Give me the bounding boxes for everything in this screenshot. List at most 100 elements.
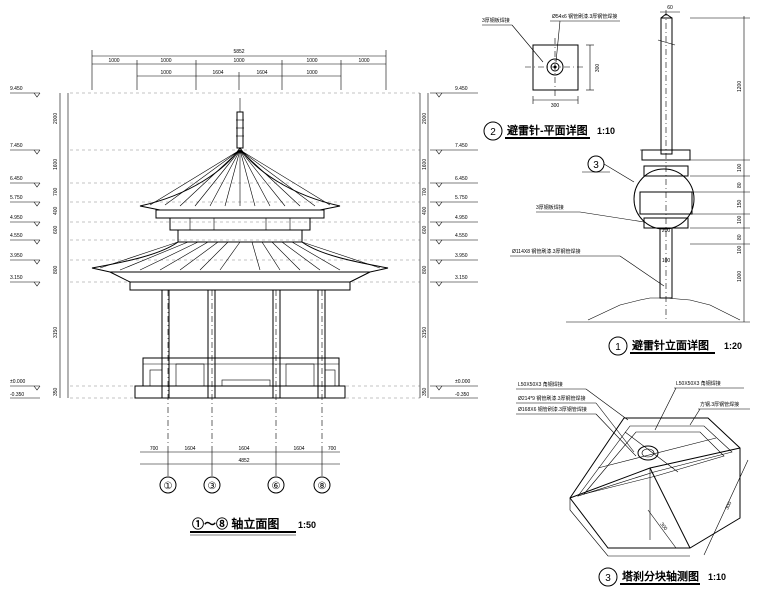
right-level-4: 5.750 — [455, 195, 468, 201]
explode-detail-scale: 1:10 — [708, 572, 726, 582]
dim-row2-3: 1000 — [233, 58, 244, 64]
rod-side-dim-8: 1000 — [737, 271, 743, 282]
rod-side-dim-2: 100 — [737, 163, 743, 172]
rod-detail-title: 避雷针立面详图 — [632, 338, 709, 352]
right-dim-1: 2000 — [422, 113, 428, 124]
rod-side-dim-5: 100 — [737, 215, 743, 224]
explode-note-5: 方钢.3厚钢管焊接 — [700, 401, 739, 408]
rod-detail-number: 1 — [615, 342, 621, 353]
left-level-8: 3.150 — [10, 275, 23, 281]
rod-top-dim: 60 — [667, 5, 673, 11]
rod-side-dim-1: 1200 — [737, 81, 743, 92]
bottom-dim-3: 1604 — [238, 446, 249, 452]
right-level-5: 4.950 — [455, 215, 468, 221]
dim-row2-2: 1000 — [160, 58, 171, 64]
left-level-5: 4.950 — [10, 215, 23, 221]
dim-row3-3: 1604 — [256, 70, 267, 76]
level-guides — [70, 92, 420, 399]
right-dim-5: 600 — [422, 225, 428, 234]
left-dim-4: 400 — [53, 206, 59, 215]
bottom-dim-1: 700 — [150, 446, 159, 452]
rod-note-1: 3厚钢板焊接 — [536, 204, 564, 211]
main-elevation: 5852 1000 1000 1000 1000 1000 1000 1604 … — [10, 49, 478, 536]
rod-side-dim-4: 150 — [737, 199, 743, 208]
rod-center-dim: 200 — [662, 228, 671, 234]
rod-callout-number: 3 — [593, 160, 599, 171]
dim-row2-1: 1000 — [108, 58, 119, 64]
bottom-dimensions: 700 1604 1604 1604 700 4852 ① ③ ⑥ ⑧ — [140, 290, 340, 494]
right-level-10: -0.350 — [455, 392, 469, 398]
left-dim-7: 3150 — [53, 327, 59, 338]
explode-note-4: L50X50X3 角钢焊接 — [676, 380, 721, 387]
dim-row3-4: 1000 — [306, 70, 317, 76]
left-level-1: 9.450 — [10, 86, 23, 92]
dim-row2-5: 1000 — [358, 58, 369, 64]
right-dim-2: 1600 — [422, 159, 428, 170]
right-level-6: 4.550 — [455, 233, 468, 239]
right-level-8: 3.150 — [455, 275, 468, 281]
lightning-rod-elevation: 60 3 3厚钢板焊接 Ø114X8 钢管刷漆.3厚钢管焊接 200 100 — [510, 5, 750, 356]
rod-side-dim-3: 80 — [737, 182, 743, 188]
right-level-2: 7.450 — [455, 143, 468, 149]
left-dim-6: 800 — [53, 265, 59, 274]
explode-note-1: L50X50X3 角钢焊接 — [518, 381, 563, 388]
left-level-2: 7.450 — [10, 143, 23, 149]
axis-label-1: ① — [164, 481, 173, 492]
left-level-3: 6.450 — [10, 176, 23, 182]
right-level-3: 6.450 — [455, 176, 468, 182]
explode-detail-number: 3 — [605, 573, 611, 584]
left-level-6: 4.550 — [10, 233, 23, 239]
dim-row3-2: 1604 — [212, 70, 223, 76]
left-level-markers: 9.450 7.450 6.450 5.750 4.950 4.550 3.95… — [10, 86, 69, 399]
explode-detail-title: 塔刹分块轴测图 — [622, 569, 699, 583]
plan-detail-scale: 1:10 — [597, 126, 615, 136]
right-level-1: 9.450 — [455, 86, 468, 92]
right-dim-4: 400 — [422, 206, 428, 215]
plan-detail: 3厚钢板焊接 Ø54x6 钢管刷漆.3厚钢管焊接 300 300 2 避雷针-平… — [482, 13, 620, 141]
axis-label-2: ③ — [208, 481, 217, 492]
plan-detail-title: 避雷针-平面详图 — [507, 123, 588, 137]
plan-note-1: 3厚钢板焊接 — [482, 17, 510, 24]
left-dim-5: 600 — [53, 225, 59, 234]
plan-dim-side: 300 — [595, 64, 601, 73]
explode-detail: L50X50X3 角钢焊接 Ø214*9 钢管刷漆.3厚钢管焊接 Ø168X6 … — [516, 380, 750, 587]
left-dim-3: 700 — [53, 187, 59, 196]
left-dim-8: 350 — [53, 387, 59, 396]
rod-side-dim-7: 100 — [737, 245, 743, 254]
rod-side-dim-6: 80 — [737, 234, 743, 240]
main-elevation-title: ①～⑧ 轴立面图 — [192, 516, 279, 531]
plan-detail-number: 2 — [490, 127, 496, 138]
explode-note-3: Ø168X6 钢管刷漆.3厚钢管焊接 — [518, 406, 587, 413]
plan-note-2: Ø54x6 钢管刷漆.3厚钢管焊接 — [552, 13, 617, 20]
bottom-dim-5: 700 — [328, 446, 337, 452]
rod-mid-dim: 100 — [662, 258, 671, 264]
explode-dim-1: 300 — [658, 522, 668, 532]
left-dim-1: 2000 — [53, 113, 59, 124]
left-level-10: -0.350 — [10, 392, 24, 398]
explode-dim-2: 300 — [724, 501, 733, 511]
axis-label-3: ⑥ — [272, 481, 281, 492]
pavilion-elevation — [91, 98, 389, 399]
main-elevation-scale: 1:50 — [298, 520, 316, 530]
dim-row3-1: 1000 — [160, 70, 171, 76]
top-dimensions: 5852 1000 1000 1000 1000 1000 1000 1604 … — [91, 49, 387, 90]
rod-detail-scale: 1:20 — [724, 341, 742, 351]
right-dim-7: 3150 — [422, 327, 428, 338]
plan-dim-bottom: 300 — [551, 103, 560, 109]
right-level-markers: 9.450 7.450 6.450 5.750 4.950 4.550 3.95… — [419, 86, 478, 399]
left-level-4: 5.750 — [10, 195, 23, 201]
right-level-9: ±0.000 — [455, 379, 470, 385]
rod-note-2: Ø114X8 钢管刷漆.3厚钢管焊接 — [512, 248, 581, 255]
dim-overall: 5852 — [233, 49, 244, 55]
left-level-7: 3.950 — [10, 253, 23, 259]
right-dim-3: 700 — [422, 187, 428, 196]
bottom-dim-4: 1604 — [293, 446, 304, 452]
dim-row2-4: 1000 — [306, 58, 317, 64]
right-level-7: 3.950 — [455, 253, 468, 259]
bottom-dim-2: 1604 — [184, 446, 195, 452]
left-dim-2: 1600 — [53, 159, 59, 170]
left-level-9: ±0.000 — [10, 379, 25, 385]
bottom-dim-overall: 4852 — [238, 458, 249, 464]
explode-note-2: Ø214*9 钢管刷漆.3厚钢管焊接 — [518, 395, 586, 402]
right-dim-6: 800 — [422, 265, 428, 274]
